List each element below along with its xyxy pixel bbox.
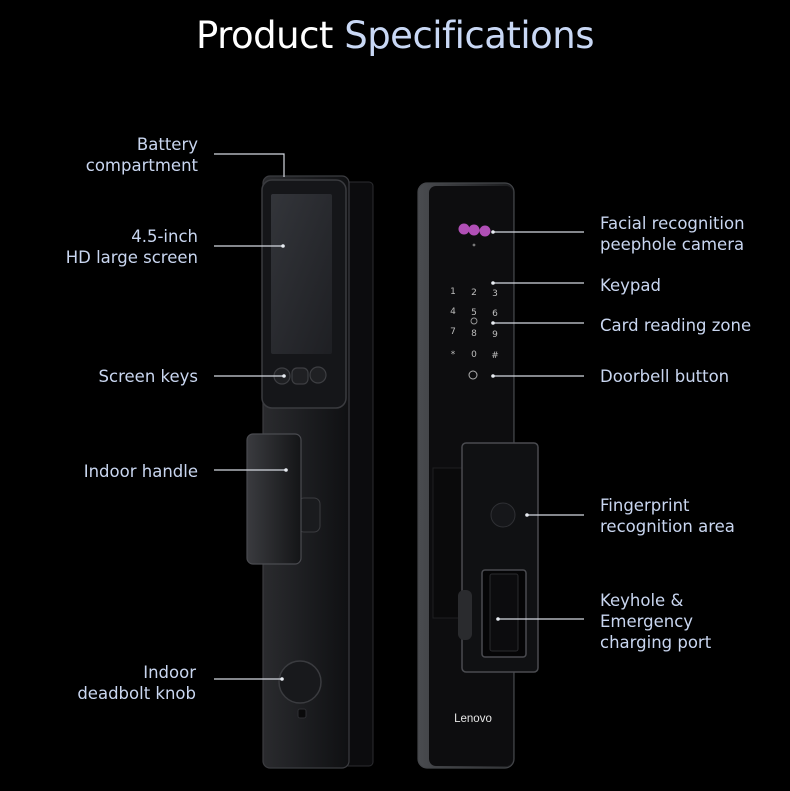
label-deadbolt-knob: Indoor deadbolt knob: [77, 663, 196, 703]
keypad-key: 0: [471, 350, 477, 360]
keypad-key: 2: [471, 288, 477, 298]
leader-line-battery: [214, 153, 285, 177]
label-doorbell: Doorbell button: [600, 367, 730, 386]
title-part-specifications: Specifications: [344, 14, 595, 57]
keypad-key: 1: [450, 287, 456, 297]
camera-lens: [479, 225, 491, 237]
label-keypad: Keypad: [600, 276, 661, 295]
screen: [271, 194, 332, 354]
screen-key-right: [309, 366, 327, 384]
camera-lens: [468, 224, 480, 236]
label-screen-keys: Screen keys: [98, 367, 198, 386]
screen-key-middle: [291, 367, 309, 385]
keypad-key: 6: [492, 309, 498, 319]
camera-lens: [458, 223, 470, 235]
keypad-key: 5: [471, 308, 477, 318]
label-facial-recognition: Facial recognition peephole camera: [600, 214, 745, 254]
title-part-product: Product: [195, 14, 333, 57]
keypad-key: 8: [471, 329, 477, 339]
label-fingerprint: Fingerprint recognition area: [600, 496, 735, 536]
keypad-key: 3: [492, 289, 498, 299]
label-screen: 4.5-inch HD large screen: [65, 227, 198, 267]
callout-lines: [214, 153, 584, 680]
indoor-handle: [246, 433, 302, 565]
keypad-key: 7: [450, 327, 456, 337]
card-reader-mark: [470, 317, 478, 325]
indoor-unit: [246, 175, 374, 769]
keypad-key: 9: [492, 330, 498, 340]
label-card-reading: Card reading zone: [600, 316, 752, 335]
keypad-key: #: [491, 351, 499, 361]
label-keyhole: Keyhole & Emergency charging port: [600, 591, 712, 652]
fingerprint-sensor-icon: [490, 502, 516, 528]
deadbolt-knob: [278, 660, 322, 704]
doorbell-icon: [468, 370, 478, 380]
callout-dots: [280, 230, 529, 681]
label-battery-compartment: Battery compartment: [85, 135, 198, 175]
keypad-key: *: [451, 350, 456, 360]
outdoor-unit: 1 2 3 4 5 6 7 8 9 * 0 # Lenovo: [417, 182, 539, 769]
page-title: Product Specifications: [0, 14, 790, 57]
keypad-key: 4: [450, 307, 456, 317]
label-indoor-handle: Indoor handle: [83, 462, 198, 481]
lenovo-logo: Lenovo: [454, 713, 492, 725]
